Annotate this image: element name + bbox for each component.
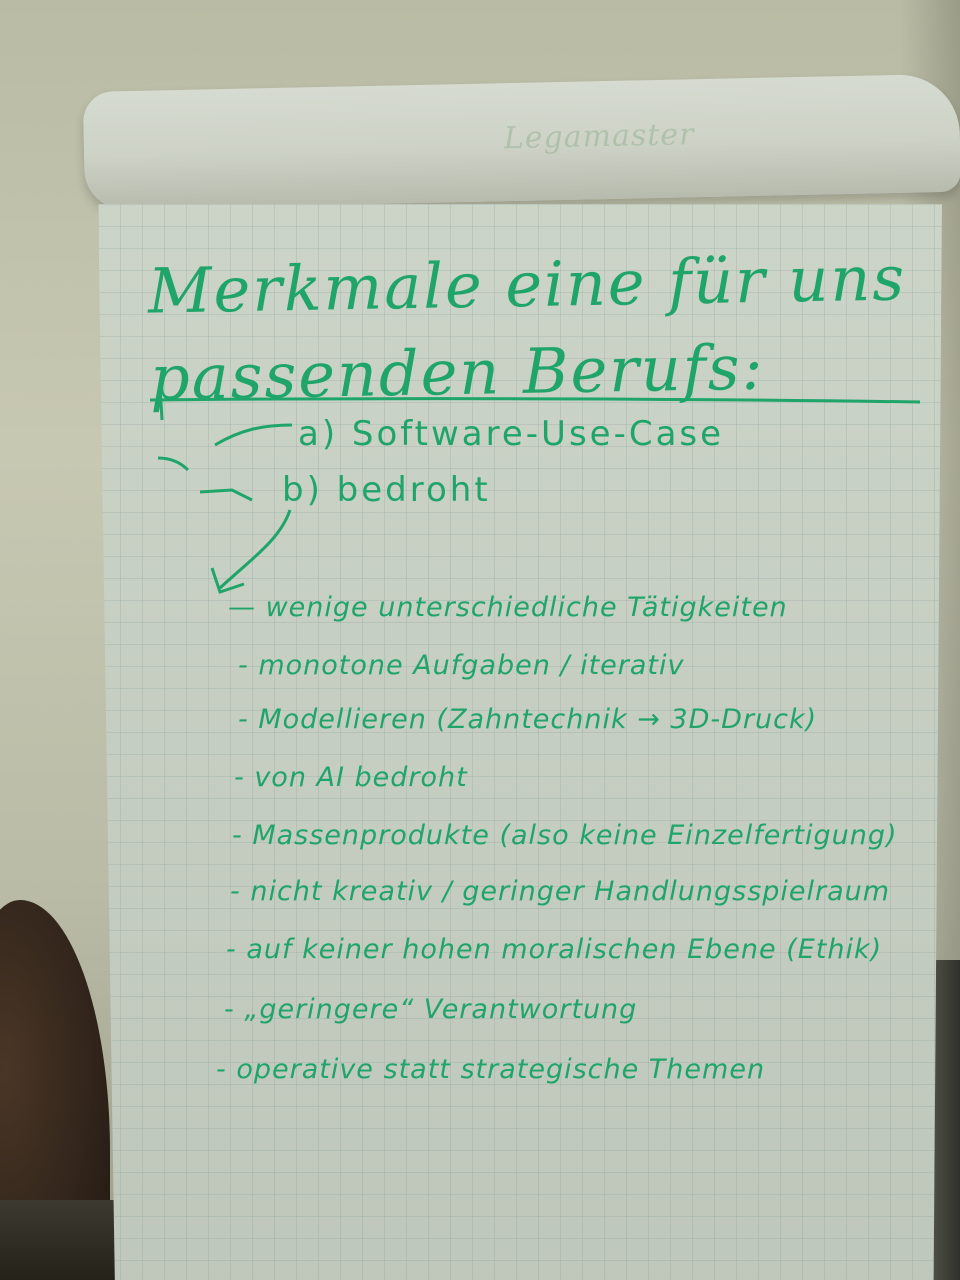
option-a: a) Software-Use-Case bbox=[298, 414, 725, 454]
brand-logo: Legamaster bbox=[503, 117, 695, 157]
list-item: - monotone Aufgaben / iterativ bbox=[238, 650, 685, 681]
heading-line-1: Merkmale eine für uns bbox=[147, 241, 907, 328]
list-item: - Modellieren (Zahntechnik → 3D-Druck) bbox=[238, 704, 818, 735]
option-b: b) bedroht bbox=[282, 470, 491, 510]
heading-line-2: passenden Berufs: bbox=[149, 330, 765, 415]
flipchart: Legamaster bbox=[82, 73, 960, 1280]
list-item: - auf keiner hohen moralischen Ebene (Et… bbox=[226, 934, 883, 965]
list-item: - Massenprodukte (also keine Einzelferti… bbox=[232, 820, 898, 851]
list-item: - nicht kreativ / geringer Handlungsspie… bbox=[230, 876, 891, 907]
paper-sheet bbox=[98, 204, 942, 1280]
list-item: - von AI bedroht bbox=[234, 762, 468, 793]
list-item: - „geringere“ Verantwortung bbox=[224, 994, 638, 1025]
list-item: - operative statt strategische Themen bbox=[216, 1054, 766, 1085]
floor bbox=[0, 1200, 130, 1280]
paper-roll: Legamaster bbox=[82, 73, 960, 210]
list-item: — wenige unterschiedliche Tätigkeiten bbox=[228, 592, 788, 623]
